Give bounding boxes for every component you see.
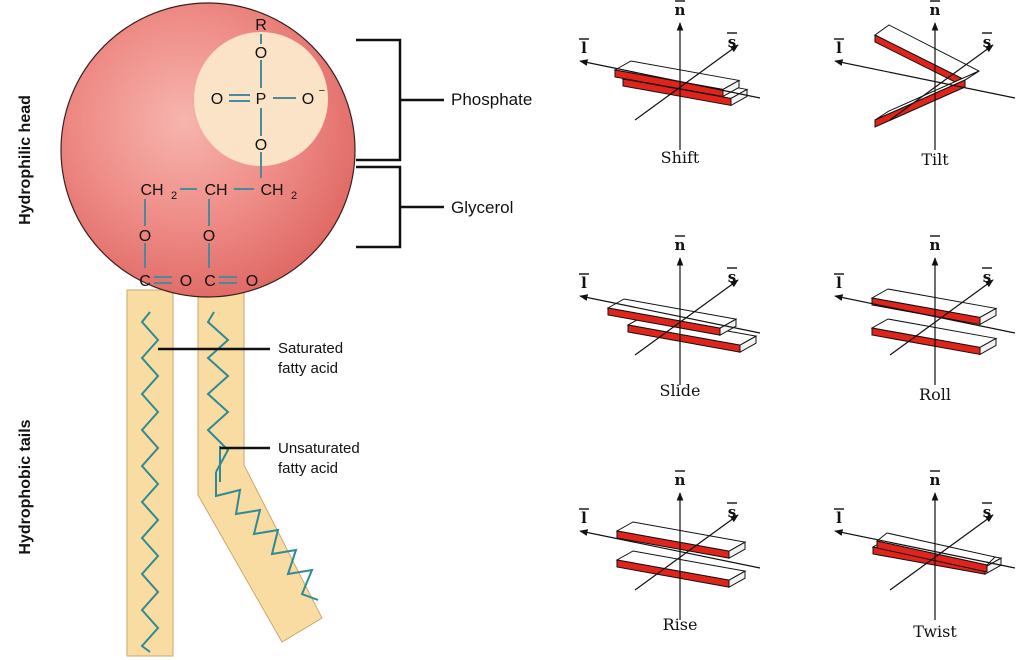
panel-label-rise: Rise [663,615,698,634]
double-bond-oxygen: O [211,91,223,108]
saturated-label-line1: Saturated [278,340,343,357]
roll-lower-plate-side [979,337,997,356]
l-axis-label: l [581,39,587,57]
twist-upper-plate-front [876,540,988,573]
roll-upper-plate-side [979,307,997,326]
carbonyl-oxygen-2: O [246,273,258,290]
charged-oxygen: O [302,91,314,108]
glycerol-label: Glycerol [451,198,513,217]
l-axis-label: l [836,509,842,527]
panel-label-roll: Roll [919,385,951,404]
rise-lower-plate-side [728,570,746,589]
l-axis-arrow [579,529,761,569]
panel-label-twist: Twist [913,622,957,641]
phospholipid-diagram: Hydrophilic head Hydrophobic tails [17,2,532,657]
shift-upper-plate-side [722,79,740,98]
s-axis-label: s [728,268,736,286]
phosphate-group-circle [194,32,328,166]
s-axis-arrow [634,279,739,356]
phosphate-top-oxygen: O [255,45,267,62]
glycerol-bracket [356,165,444,249]
phosphorus-atom: P [256,91,267,108]
s-axis-arrow [889,514,994,591]
glycerol-ch2-right: CH [260,182,283,199]
unsaturated-label-line2: fatty acid [278,460,338,477]
glycerol-ch2-left: CH [140,182,163,199]
saturated-fatty-acid-chain [140,311,160,653]
phosphate-label: Phosphate [451,90,532,109]
carbonyl-carbon-1: C [139,273,151,290]
negative-charge: − [319,85,325,97]
n-axis-label: n [675,1,686,19]
s-axis-label: s [728,503,736,521]
saturated-tail-region [126,289,174,657]
l-axis-arrow [834,59,1016,99]
l-axis-label: l [581,509,587,527]
rise-upper-plate-side [728,541,746,560]
s-axis-label: s [983,33,991,51]
head-bonds [144,34,296,284]
s-axis-arrow [889,279,994,356]
carbonyl-carbon-2: C [204,273,216,290]
unsaturated-fatty-acid-chain-lower [215,472,319,601]
unsaturated-label-line1: Unsaturated [278,440,360,457]
carbonyl-oxygen-1: O [180,273,192,290]
unsaturated-fatty-acid-chain-upper [206,311,230,473]
s-axis-label: s [983,268,991,286]
l-axis-label: l [836,274,842,292]
panel-label-slide: Slide [660,381,701,400]
slide-lower-plate-side [739,335,757,354]
s-axis-arrow [634,44,739,121]
glycerol-ch2-right-subscript: 2 [291,190,297,202]
slide-upper-plate-side [719,318,737,337]
hydrophobic-tails-label: Hydrophobic tails [17,419,34,554]
hydrophilic-head-label: Hydrophilic head [17,95,34,225]
n-axis-label: n [930,471,941,489]
ester-oxygen-2: O [203,228,215,245]
s-axis-label: s [728,33,736,51]
panel-label-tilt: Tilt [921,150,949,169]
s-axis-arrow [634,514,739,591]
glycerol-ch: CH [204,182,227,199]
head-atoms: R O O P O − O CH 2 CH CH 2 O O C O C O [139,17,325,290]
n-axis-label: n [675,236,686,254]
n-axis-label: n [675,471,686,489]
s-axis-label: s [983,503,991,521]
l-axis-arrow [579,294,761,334]
l-axis-arrow [579,59,761,99]
shift-lower-plate-side [730,88,748,107]
panel-label-shift: Shift [661,148,700,167]
l-axis-label: l [836,39,842,57]
l-axis-arrow [834,294,1016,334]
phosphate-bracket [356,38,444,162]
n-axis-label: n [930,236,941,254]
phosphate-bottom-oxygen: O [255,137,267,154]
n-axis-label: n [930,1,941,19]
saturated-label-line2: fatty acid [278,360,338,377]
tilt-upper-plate-top [874,24,981,81]
l-axis-arrow [834,529,1016,569]
l-axis-label: l [581,274,587,292]
tilt-lower-plate-front [874,79,966,128]
ester-oxygen-1: O [139,228,151,245]
tail-labels: Saturated fatty acid Unsaturated fatty a… [278,340,360,477]
s-axis-arrow [889,44,994,121]
r-group-label: R [255,17,267,34]
glycerol-ch2-left-subscript: 2 [171,190,177,202]
